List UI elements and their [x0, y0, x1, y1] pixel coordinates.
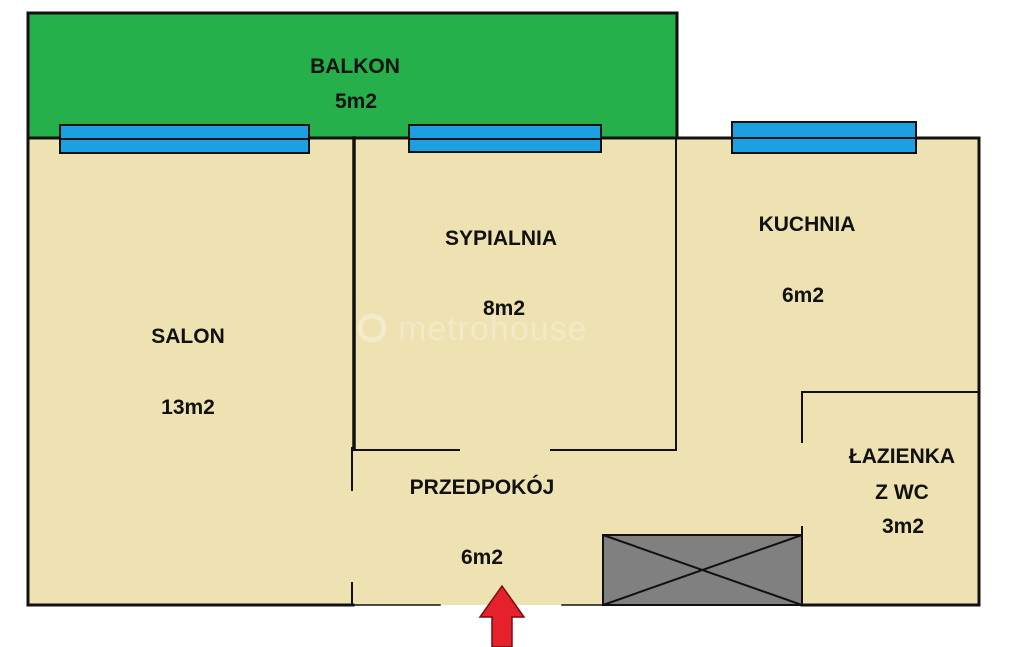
room-lazienka: ŁAZIENKA Z WC 3m2: [849, 445, 955, 538]
room-name-balkon: BALKON: [310, 55, 400, 78]
watermark-text: metrohouse: [398, 310, 588, 348]
window-salon: [59, 124, 310, 154]
room-area-salon: 13m2: [161, 396, 215, 419]
shaft-icon: [602, 534, 803, 606]
watermark: metrohouse: [357, 310, 588, 348]
room-name-lazienka-line2: Z WC: [875, 481, 929, 504]
window-sypialnia: [408, 124, 602, 153]
room-name-sypialnia: SYPIALNIA: [445, 227, 557, 250]
windows: [59, 121, 917, 154]
room-name-przedpokoj: PRZEDPOKÓJ: [410, 475, 555, 499]
room-name-kuchnia: KUCHNIA: [759, 213, 856, 236]
room-kuchnia: KUCHNIA 6m2: [759, 213, 856, 307]
window-kuchnia: [731, 121, 917, 154]
room-area-lazienka: 3m2: [882, 515, 924, 538]
room-salon: SALON 13m2: [151, 325, 225, 419]
room-area-kuchnia: 6m2: [782, 284, 824, 307]
entrance-arrow-icon: [478, 584, 526, 647]
room-przedpokoj: PRZEDPOKÓJ 6m2: [410, 475, 555, 569]
balcony-room: [26, 11, 679, 140]
room-area-sypialnia: 8m2: [483, 297, 525, 320]
room-name-salon: SALON: [151, 325, 225, 348]
metrohouse-logo-icon: [357, 313, 387, 343]
room-balkon: BALKON 5m2: [310, 55, 400, 113]
room-area-przedpokoj: 6m2: [461, 546, 503, 569]
room-name-lazienka-line1: ŁAZIENKA: [849, 445, 955, 468]
apartment-floor: [28, 138, 979, 605]
room-area-balkon: 5m2: [335, 90, 377, 113]
room-sypialnia: SYPIALNIA 8m2: [445, 227, 557, 320]
